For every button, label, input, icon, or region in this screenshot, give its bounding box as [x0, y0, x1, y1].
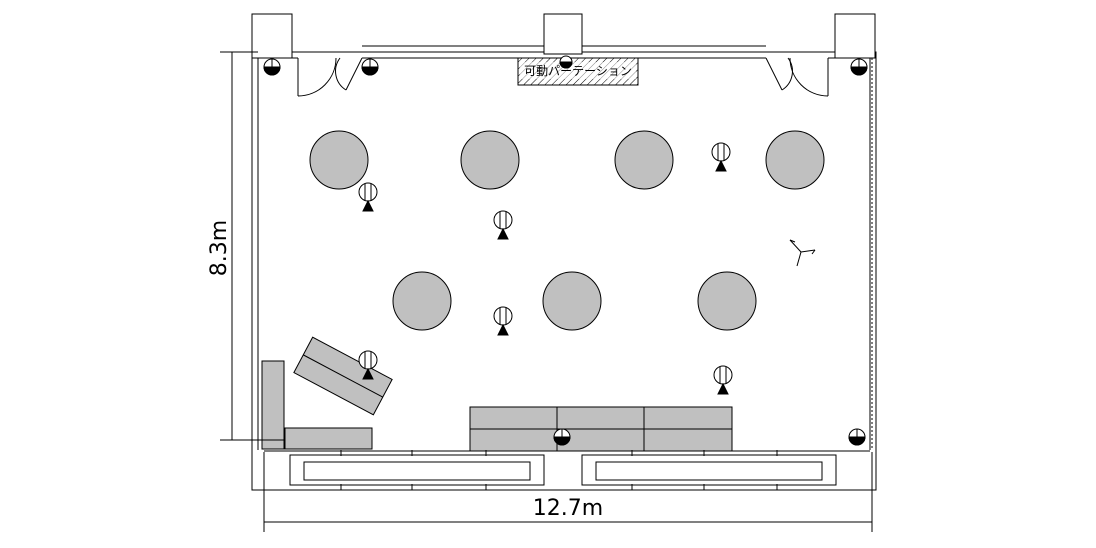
wall-columns: [251, 13, 876, 59]
door-left[interactable]: [297, 57, 363, 97]
wall-outlet-icon: [848, 428, 866, 446]
round-table: [542, 271, 602, 331]
ceiling-light-icon: [493, 306, 513, 336]
round-table: [765, 130, 825, 190]
round-table: [614, 130, 674, 190]
wall-outlets: [263, 55, 868, 446]
wall-outlet-icon: [263, 58, 281, 76]
ceiling-light-icon: [358, 182, 378, 212]
wall-outlet-icon: [850, 58, 868, 76]
partition-label: 可動パーテーション: [524, 64, 632, 78]
round-table: [697, 271, 757, 331]
window-ticks: [340, 450, 778, 490]
dimension-width: [263, 452, 873, 532]
wall-outlet-icon: [559, 55, 573, 69]
round-tables: [309, 130, 825, 331]
sofa-set: [261, 336, 733, 452]
door-right[interactable]: [765, 57, 829, 97]
wall-outlet-icon: [553, 428, 571, 446]
wall-outlet-icon: [361, 58, 379, 76]
round-table: [460, 130, 520, 190]
ceiling-light-icon: [358, 350, 378, 380]
width-label: 12.7m: [533, 496, 603, 521]
movable-partition: 可動パーテーション: [517, 57, 639, 86]
ceiling-light-icon: [493, 210, 513, 240]
ceiling-lights: [358, 142, 733, 395]
ceiling-light-icon: [711, 142, 731, 172]
dimension-height: [220, 51, 284, 441]
round-table: [392, 271, 452, 331]
fan-icon: [789, 239, 816, 267]
window-sills: [264, 450, 870, 486]
round-table: [309, 130, 369, 190]
height-label: 8.3m: [207, 220, 232, 276]
ceiling-light-icon: [713, 365, 733, 395]
